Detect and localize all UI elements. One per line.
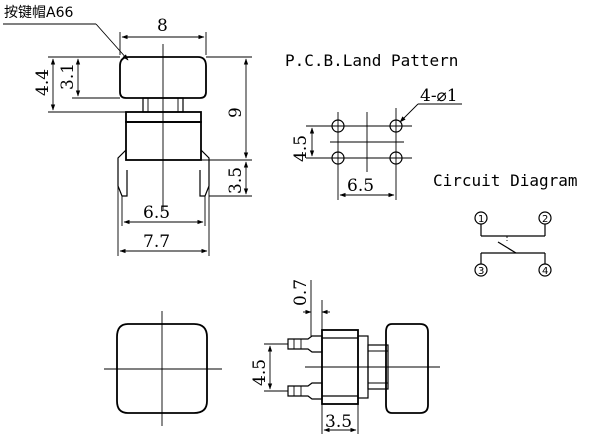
part-note: 按键帽A66 — [3, 5, 129, 61]
circuit-title: Circuit Diagram — [433, 171, 578, 190]
pcb-hole-leader — [399, 103, 419, 123]
side-lead-bottom — [287, 382, 323, 400]
front-body-top — [125, 111, 202, 123]
front-cap — [119, 56, 207, 99]
side-lead-top — [287, 335, 323, 353]
pcb-land-pattern: P.C.B.Land Pattern 4-⌀1 4.5 6.5 — [285, 51, 462, 200]
pcb-hole — [389, 151, 403, 165]
pcb-hole-callout: 4-⌀1 — [420, 86, 458, 106]
front-lead-right — [199, 149, 210, 197]
circuit-diagram: Circuit Diagram 1 2 3 4 — [433, 171, 578, 277]
dim-overall-height: 4.4 — [33, 69, 53, 96]
part-note-text: 按键帽A66 — [4, 5, 73, 21]
side-base-depth: 3.5 — [325, 412, 352, 432]
pcb-column-spacing: 6.5 — [347, 176, 374, 196]
dim-cap-width: 8 — [157, 16, 168, 36]
dim-lead-length: 3.5 — [226, 167, 246, 194]
circuit-pin-label: 4 — [542, 266, 548, 277]
dim-cap-height: 3.1 — [58, 63, 78, 90]
circuit-switch-contact — [497, 241, 517, 254]
part-note-leader — [95, 23, 129, 61]
dim-body-width: 7.7 — [143, 232, 170, 252]
circuit-pin-label: 2 — [542, 214, 548, 225]
pcb-title: P.C.B.Land Pattern — [285, 51, 458, 70]
front-view: 8 4.4 3.1 9 3.5 6.5 7.7 — [33, 16, 252, 256]
side-cap — [385, 323, 429, 414]
top-view-cap — [116, 323, 208, 414]
side-lead-spacing: 4.5 — [250, 359, 270, 386]
dim-total-height: 9 — [226, 107, 246, 118]
side-view: 0.7 4.5 3.5 — [250, 279, 440, 434]
pcb-row-spacing: 4.5 — [291, 135, 311, 162]
circuit-pin-label: 1 — [478, 214, 484, 225]
front-lead-left — [117, 149, 128, 197]
dim-lead-spacing: 6.5 — [143, 203, 170, 223]
front-body — [125, 121, 202, 161]
top-view — [104, 311, 222, 426]
circuit-pin-label: 3 — [478, 266, 484, 277]
pcb-hole — [389, 119, 403, 133]
side-lead-offset: 0.7 — [291, 279, 311, 306]
